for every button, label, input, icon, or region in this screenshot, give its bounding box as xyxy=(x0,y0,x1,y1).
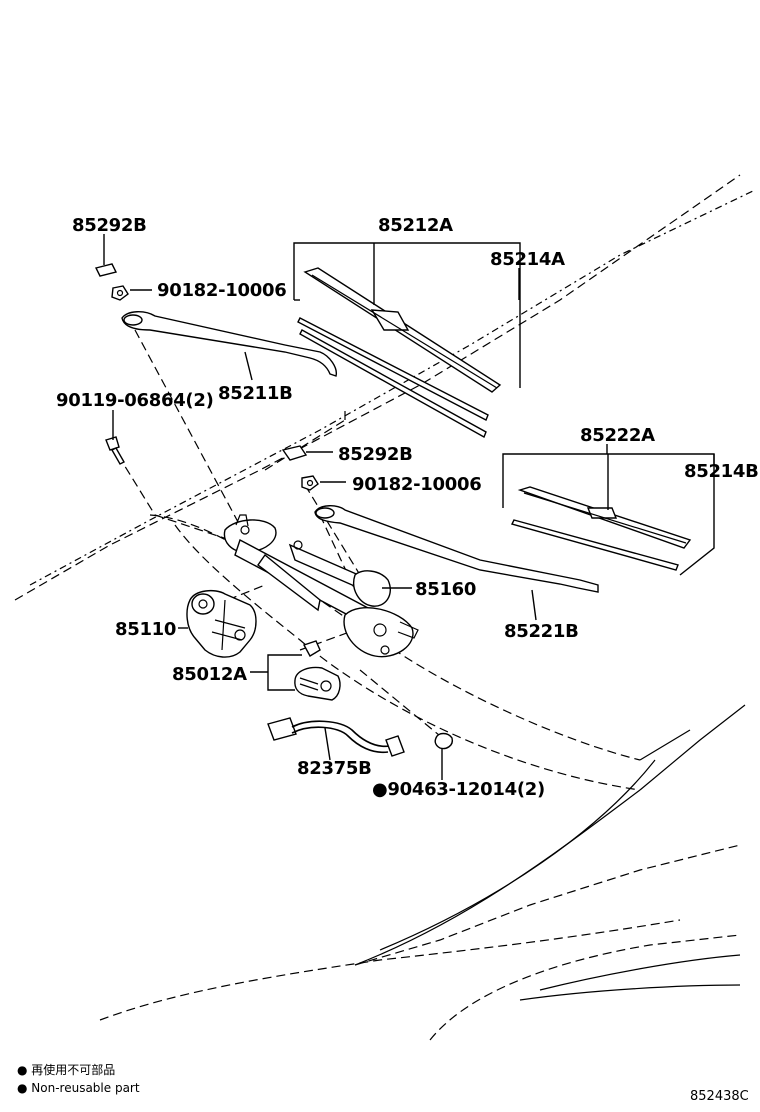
label-82375B[interactable]: 82375B xyxy=(297,758,372,779)
label-90182-top[interactable]: 90182-10006 xyxy=(157,280,287,301)
diagram-code: 852438C xyxy=(690,1089,749,1104)
nut-90182-mid[interactable] xyxy=(301,475,319,491)
label-85214B[interactable]: 85214B xyxy=(684,461,759,482)
legend-line-en: ● Non-reusable part xyxy=(17,1081,140,1095)
wiper-motor[interactable] xyxy=(186,589,257,658)
cap-85292B-top[interactable] xyxy=(94,263,118,277)
bolt-90119[interactable] xyxy=(105,436,125,465)
label-85212A[interactable]: 85212A xyxy=(378,215,453,236)
label-90463[interactable]: ●90463-12014(2) xyxy=(372,779,545,800)
label-85214A[interactable]: 85214A xyxy=(490,249,565,270)
label-85292B-mid[interactable]: 85292B xyxy=(338,444,413,465)
label-leaders xyxy=(103,234,715,780)
wiper-blade-right[interactable] xyxy=(510,486,692,571)
label-85012A[interactable]: 85012A xyxy=(172,664,247,685)
bracket-85212A xyxy=(293,242,521,388)
wiper-arm-right[interactable] xyxy=(314,505,599,593)
label-85222A[interactable]: 85222A xyxy=(580,425,655,446)
wiper-arm-left[interactable] xyxy=(121,311,337,377)
part-labels: 85292B 90182-10006 85212A 85214A 90119-0… xyxy=(56,215,759,800)
wiper-blade-left[interactable] xyxy=(297,267,502,439)
clip-90463[interactable] xyxy=(434,732,454,750)
nut-90182-top[interactable] xyxy=(111,285,129,301)
label-85292B-top[interactable]: 85292B xyxy=(72,215,147,236)
label-85110[interactable]: 85110 xyxy=(115,619,176,640)
label-85160[interactable]: 85160 xyxy=(415,579,476,600)
hose-82375B[interactable] xyxy=(267,717,405,757)
label-85221B[interactable]: 85221B xyxy=(504,621,579,642)
motor-bracket-85012A[interactable] xyxy=(294,640,341,701)
label-90119[interactable]: 90119-06864(2) xyxy=(56,390,214,411)
vehicle-outline xyxy=(14,174,756,1041)
label-90182-mid[interactable]: 90182-10006 xyxy=(352,474,482,495)
cap-85292B-mid[interactable] xyxy=(281,445,308,461)
legend: ● 再使用不可部品 ● Non-reusable part xyxy=(17,1062,140,1095)
wiper-link[interactable] xyxy=(223,514,419,658)
label-85211B[interactable]: 85211B xyxy=(218,383,293,404)
legend-line-jp: ● 再使用不可部品 xyxy=(17,1062,115,1077)
